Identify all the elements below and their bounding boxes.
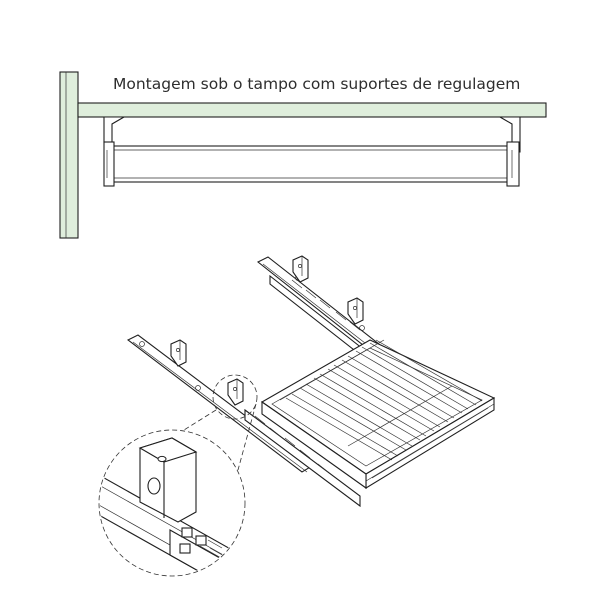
front-rail-bracket-2 — [227, 378, 244, 406]
detail-marker-circle — [212, 374, 258, 420]
bracket-screw-hole — [147, 477, 161, 495]
side-slide-body — [111, 145, 519, 183]
magnified-bracket-detail — [98, 429, 246, 577]
caption-text: Montagem sob o tampo com suportes de reg… — [113, 75, 520, 93]
tray-assembly — [98, 255, 496, 577]
tray-bars — [279, 339, 483, 461]
bracket-adjust-slot — [157, 455, 167, 463]
front-rail-bracket-1 — [170, 339, 187, 367]
side-slide-left-cap — [103, 141, 115, 187]
cabinet-side-panel — [59, 71, 79, 239]
side-view: Montagem sob o tampo com suportes de reg… — [59, 71, 547, 239]
detail-leader-lines — [159, 403, 257, 471]
side-slide-right-cap — [506, 141, 520, 187]
back-rail-bracket-1 — [292, 255, 309, 283]
tabletop — [77, 102, 547, 118]
front-rail — [126, 334, 361, 508]
back-rail-bracket-2 — [347, 297, 364, 325]
tray-frame — [260, 339, 496, 490]
left-adjustment-bracket — [103, 116, 127, 143]
